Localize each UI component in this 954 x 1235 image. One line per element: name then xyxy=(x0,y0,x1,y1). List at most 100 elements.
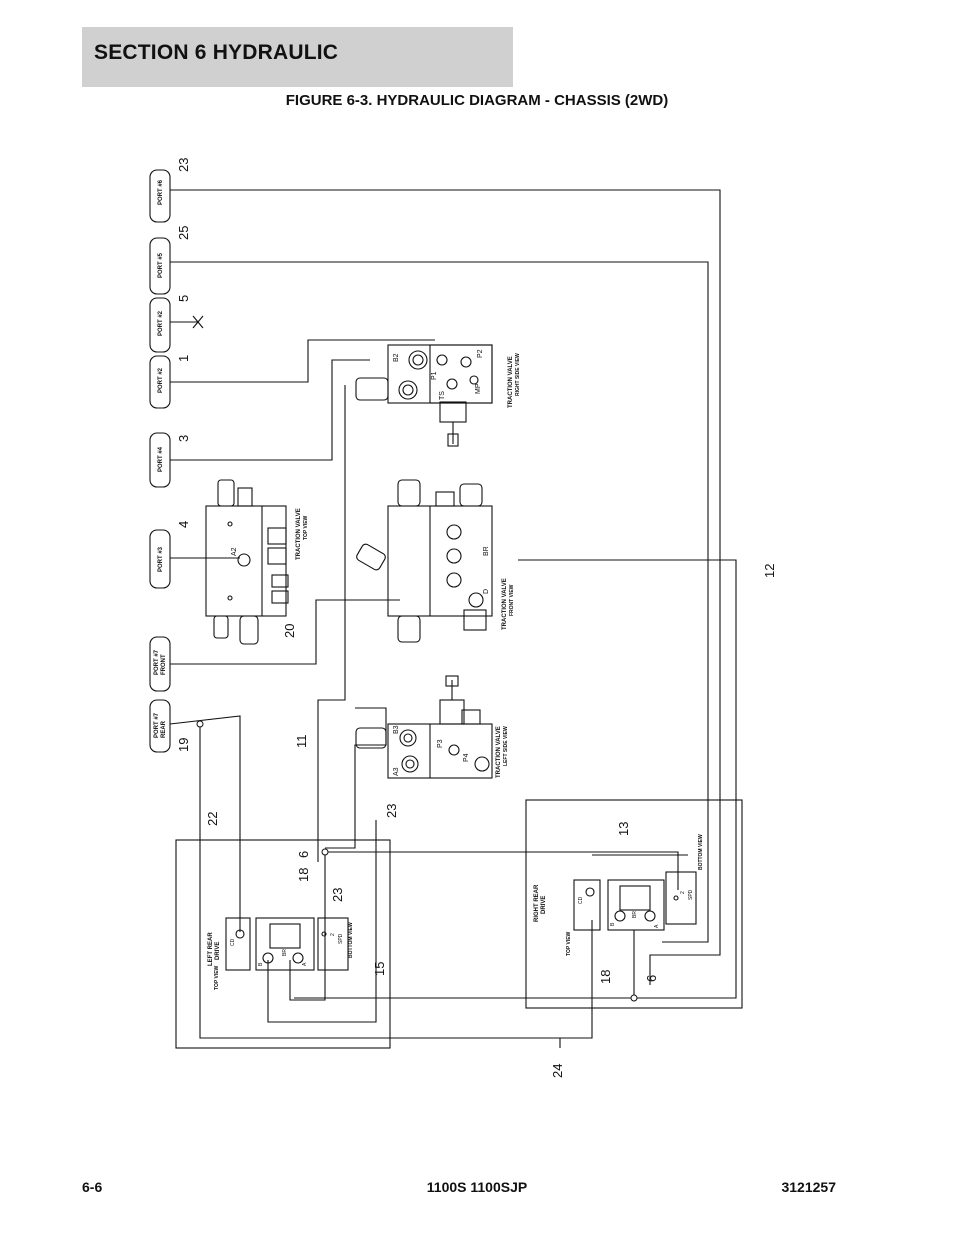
traction-valve-right-side xyxy=(355,344,493,447)
valve-right-side-view: RIGHT SIDE VIEW xyxy=(515,353,521,396)
port-code-p1: P1 xyxy=(431,371,438,380)
port-5-plug xyxy=(149,237,171,295)
right-drive-code-cd: CD xyxy=(578,896,584,904)
left-drive-code-2: 2 xyxy=(330,933,336,936)
port-2-lower-label: PORT #2 xyxy=(158,367,164,393)
line-number: 6 xyxy=(644,975,659,982)
hose-line-11 xyxy=(317,385,346,862)
hose-line-6-left xyxy=(325,851,679,890)
hose-line-15 xyxy=(267,820,377,1023)
port-code-mp: MP xyxy=(475,383,482,394)
line-number: 19 xyxy=(176,738,191,752)
line-number: 23 xyxy=(176,158,191,172)
line-number: 18 xyxy=(296,868,311,882)
valve-right-side-label: TRACTION VALVE xyxy=(508,356,514,408)
port-code-a2: A2 xyxy=(231,547,238,556)
left-drive-code-br: BR xyxy=(282,949,288,956)
line-number: 6 xyxy=(296,851,311,858)
port-2-upper-plug xyxy=(149,297,171,353)
left-drive-code-b: B xyxy=(258,962,264,966)
left-drive-top-view: TOP VIEW xyxy=(214,965,220,990)
hose-line-23-top xyxy=(170,189,721,985)
right-drive-parts xyxy=(573,871,697,931)
right-drive-code-b: B xyxy=(610,922,616,926)
junction-dot-19 xyxy=(196,720,204,728)
line-number: 23 xyxy=(384,804,399,818)
page-number: 6-6 xyxy=(82,1179,103,1195)
right-rear-drive-box xyxy=(525,799,743,1009)
hose-line-23-mid xyxy=(325,707,387,849)
line-number: 15 xyxy=(372,962,387,976)
hose-line-1 xyxy=(170,339,435,383)
hose-line-12 xyxy=(518,559,737,999)
hose-line-3 xyxy=(170,359,370,461)
valve-top-label: TRACTION VALVE xyxy=(296,508,302,560)
port-code-p4: P4 xyxy=(463,753,470,762)
valve-front-view: FRONT VIEW xyxy=(509,584,515,616)
port-7-rear-sub: REAR xyxy=(161,720,167,738)
right-drive-label: RIGHT REAR xyxy=(534,884,540,922)
model-name: 1100S 1100SJP xyxy=(426,1179,528,1195)
left-drive-parts xyxy=(225,917,349,971)
port-6-plug xyxy=(149,169,171,223)
port-code-br: BR xyxy=(483,546,490,556)
left-rear-drive-box xyxy=(175,839,391,1049)
left-drive-label2: DRIVE xyxy=(215,942,221,960)
port-7-rear-plug xyxy=(149,699,171,753)
left-drive-code-cd: CD xyxy=(230,938,236,946)
port-5-label: PORT #5 xyxy=(158,252,164,278)
port-3-plug xyxy=(149,529,171,589)
traction-valve-left-side xyxy=(355,675,493,779)
right-drive-label2: DRIVE xyxy=(541,896,547,914)
right-drive-top-view: TOP VIEW xyxy=(566,931,572,956)
line-number: 1 xyxy=(176,355,191,362)
left-drive-label: LEFT REAR xyxy=(208,932,214,966)
line-number: 22 xyxy=(205,812,220,826)
traction-valve-front xyxy=(356,479,493,643)
section-title: SECTION 6 HYDRAULIC xyxy=(94,41,339,64)
left-drive-bottom-view: BOTTOM VIEW xyxy=(348,922,354,958)
traction-valve-top xyxy=(205,479,289,645)
port-3-label: PORT #3 xyxy=(158,546,164,572)
right-drive-code-a: A xyxy=(654,924,660,928)
line-number: 25 xyxy=(176,226,191,240)
port-7-front-sub: FRONT xyxy=(161,654,167,675)
port-2-upper-label: PORT #2 xyxy=(158,310,164,336)
left-drive-code-spd: SPD xyxy=(338,933,344,944)
line-number: 18 xyxy=(598,970,613,984)
line-number: 4 xyxy=(176,521,191,528)
right-drive-code-br: BR xyxy=(632,911,638,918)
junction-dot-6-left xyxy=(321,848,329,856)
figure-title: FIGURE 6-3. HYDRAULIC DIAGRAM - CHASSIS … xyxy=(285,92,669,109)
right-drive-code-spd: SPD xyxy=(688,889,694,900)
line-number: 20 xyxy=(282,624,297,638)
valve-top-view: TOP VIEW xyxy=(303,515,309,540)
line-number: 11 xyxy=(294,735,309,749)
port-code-a3: A3 xyxy=(393,767,400,776)
valve-left-side-view: LEFT SIDE VIEW xyxy=(503,726,509,766)
hose-line-19-return xyxy=(199,724,593,1039)
left-drive-code-a: A xyxy=(302,962,308,966)
document-number: 3121257 xyxy=(781,1179,836,1195)
port-code-d: D xyxy=(483,589,490,594)
hose-line-25 xyxy=(170,261,709,943)
valve-front-label: TRACTION VALVE xyxy=(502,578,508,630)
line-number: 5 xyxy=(176,295,191,302)
line-number: 3 xyxy=(176,435,191,442)
line-number: 12 xyxy=(762,564,777,578)
port-4-label: PORT #4 xyxy=(158,446,164,472)
port-7-front-plug xyxy=(149,636,171,692)
port-7-rear-label: PORT #7 xyxy=(154,712,160,738)
junction-dot-6-right xyxy=(630,994,638,1002)
hose-line-18-left xyxy=(289,852,326,1001)
hose-line-19 xyxy=(169,715,241,932)
right-drive-bottom-view: BOTTOM VIEW xyxy=(698,834,704,870)
port-code-b2: B2 xyxy=(393,353,400,362)
hose-line-20 xyxy=(170,599,400,665)
valve-left-side-label: TRACTION VALVE xyxy=(496,726,502,778)
right-drive-code-2: 2 xyxy=(680,891,686,894)
port-code-p3: P3 xyxy=(437,739,444,748)
port-7-front-label: PORT #7 xyxy=(154,649,160,675)
line-number: 23 xyxy=(330,888,345,902)
port-6-label: PORT #6 xyxy=(158,179,164,205)
